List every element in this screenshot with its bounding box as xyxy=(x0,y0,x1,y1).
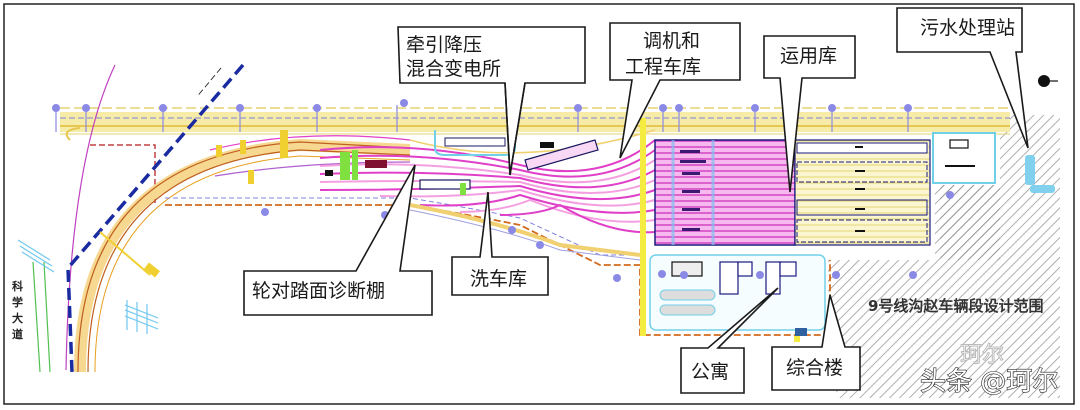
equipment-markers xyxy=(99,130,288,278)
callout-car-wash: 洗车库 xyxy=(451,191,549,296)
stabling-yard xyxy=(794,139,931,246)
perimeter-road xyxy=(60,107,1010,141)
design-scope-label: 9号线沟赵车辆段设计范围 xyxy=(868,297,1043,315)
callout-operation-depot: 运用库 xyxy=(763,35,856,193)
callout-shunting-engineering-depot: 调机和 工程车库 xyxy=(609,22,741,159)
svg-text:洗车库: 洗车库 xyxy=(470,268,527,290)
callout-traction-substation: 牵引降压 混合变电所 xyxy=(397,26,586,176)
sewage-plant-building xyxy=(932,132,1055,193)
svg-text:大: 大 xyxy=(12,311,23,325)
wheel-diagnosis-equipment xyxy=(325,150,466,195)
callout-wheel-diagnosis-shed: 轮对踏面诊断棚 xyxy=(243,164,433,316)
car-wash-building xyxy=(419,179,471,190)
svg-text:轮对踏面诊断棚: 轮对踏面诊断棚 xyxy=(252,280,385,302)
north-arrow-icon xyxy=(1038,75,1058,87)
svg-text:科: 科 xyxy=(12,279,23,293)
south-road-line xyxy=(165,197,640,256)
admin-area xyxy=(649,254,826,342)
svg-text:学: 学 xyxy=(12,295,23,309)
svg-text:头条 @珂尔: 头条 @珂尔 xyxy=(920,367,1058,397)
callout-complex-building: 综合楼 xyxy=(771,294,861,391)
design-scope-hatched-area xyxy=(828,115,1060,398)
svg-text:牵引降压: 牵引降压 xyxy=(406,34,482,56)
engineering-depot-building xyxy=(524,139,599,171)
svg-text:调机和: 调机和 xyxy=(643,30,700,52)
road-lines-left xyxy=(32,261,51,373)
tree-row-bottom xyxy=(261,191,954,282)
svg-text:运用库: 运用库 xyxy=(780,45,837,67)
svg-text:道: 道 xyxy=(12,327,23,341)
svg-text:工程车库: 工程车库 xyxy=(625,56,701,78)
callout-sewage-station: 污水处理站 xyxy=(896,7,1029,149)
main-vertical-road xyxy=(640,118,646,336)
road-label-kexue-avenue: 科 学 大 道 xyxy=(12,279,23,341)
tree-row-top xyxy=(52,99,912,132)
operation-depot-building xyxy=(654,139,796,246)
svg-text:混合变电所: 混合变电所 xyxy=(406,58,501,80)
watermark: 珂尔 头条 @珂尔 xyxy=(919,343,1058,398)
svg-text:珂尔: 珂尔 xyxy=(960,343,1004,368)
svg-text:公寓: 公寓 xyxy=(691,361,729,383)
svg-text:综合楼: 综合楼 xyxy=(786,357,843,379)
parking-left xyxy=(17,239,159,334)
callout-apartment: 公寓 xyxy=(680,287,779,394)
svg-text:污水处理站: 污水处理站 xyxy=(920,17,1015,39)
mainline-curve xyxy=(65,64,116,371)
throat-tracks xyxy=(319,129,656,261)
